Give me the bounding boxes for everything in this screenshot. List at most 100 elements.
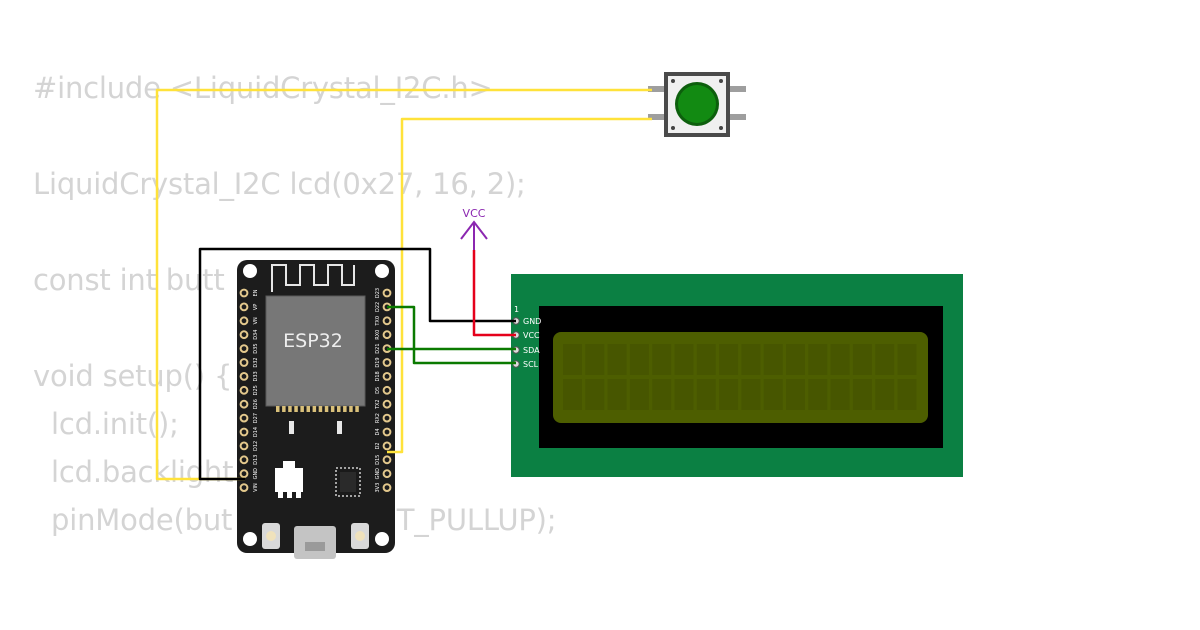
- smd-part-left: [289, 421, 294, 434]
- pin-left-gnd[interactable]: [239, 469, 249, 479]
- shield-pad: [349, 406, 353, 412]
- pin-left-en[interactable]: [239, 288, 249, 298]
- pin-label-left-d27: D27: [253, 413, 259, 423]
- pin-right-d5[interactable]: [382, 385, 392, 395]
- lcd-cell: [696, 344, 716, 375]
- pin-label-right-3v3: 3V3: [375, 483, 381, 493]
- lcd-pin-label-scl: SCL: [523, 360, 539, 369]
- shield-pad: [318, 406, 323, 412]
- lcd-cell: [629, 344, 649, 375]
- shield-pad: [312, 406, 317, 412]
- button-corner-tr: [719, 79, 723, 83]
- pin-right-rx0[interactable]: [382, 330, 392, 340]
- lcd-pin-header: GND VCC SDA SCL: [512, 317, 541, 369]
- pin-left-d32[interactable]: [239, 358, 249, 367]
- shield-pad: [330, 406, 335, 412]
- push-button[interactable]: [648, 72, 746, 137]
- pin-left-d14[interactable]: [239, 427, 249, 437]
- pin-label-left-en: EN: [253, 289, 259, 296]
- pin-label-right-tx2: TX2: [375, 399, 381, 410]
- pin-left-d33[interactable]: [239, 372, 249, 381]
- antenna-trace: [271, 264, 355, 292]
- esp32-shield: [265, 295, 366, 407]
- code-line-const: const int butt: [33, 263, 225, 297]
- pin-right-tx2[interactable]: [382, 399, 392, 409]
- pin-label-right-d23: D23: [375, 288, 381, 298]
- boot-button-left[interactable]: [262, 523, 280, 549]
- pin-label-right-rx0: RX0: [375, 330, 381, 340]
- lcd-pin1-marker: 1: [514, 305, 519, 314]
- lcd-cell: [897, 344, 917, 375]
- shield-pad: [294, 406, 298, 412]
- pin-left-d34[interactable]: [239, 330, 249, 340]
- esp32-board[interactable]: ESP32 ENVPVND34D35D32D33D25D26D27D14D12D…: [237, 260, 395, 559]
- button-corner-tl: [671, 79, 675, 83]
- pin-label-right-d18: D18: [375, 371, 381, 381]
- pin-right-d2[interactable]: [382, 441, 392, 451]
- button-lead-tl: [648, 86, 664, 92]
- pin-left-vp[interactable]: [239, 302, 249, 312]
- lcd-cell: [719, 344, 739, 375]
- pin-right-gnd[interactable]: [382, 469, 392, 479]
- lcd-cell: [786, 379, 805, 410]
- pin-left-d26[interactable]: [239, 399, 249, 409]
- lcd-cell: [830, 379, 850, 410]
- button-cap: [678, 85, 716, 123]
- lcd-cell: [741, 379, 761, 410]
- pin-left-vn[interactable]: [239, 316, 249, 326]
- lcd-cell: [629, 379, 649, 410]
- pin-right-rx2[interactable]: [382, 413, 392, 423]
- pin-left-vin[interactable]: [239, 483, 249, 493]
- pin-label-left-d26: D26: [253, 399, 259, 409]
- pin-right-3v3[interactable]: [382, 483, 392, 493]
- wire-lcd-gnd[interactable]: [198, 247, 516, 481]
- pin-right-d19[interactable]: [382, 358, 392, 367]
- pin-label-right-d22: D22: [375, 302, 381, 312]
- wire-lcd-vcc[interactable]: [472, 250, 516, 337]
- pin-label-left-d33: D33: [253, 371, 259, 381]
- pin-label-left-gnd: GND: [253, 468, 259, 480]
- wire-lcd-scl[interactable]: [387, 305, 516, 365]
- shield-pad: [343, 406, 347, 412]
- regulator-leg-3: [296, 492, 301, 498]
- wires: [155, 88, 652, 481]
- lcd-cell: [563, 379, 582, 410]
- pin-label-left-d25: D25: [253, 385, 259, 395]
- regulator-leg-1: [278, 492, 283, 498]
- pin-left-d12[interactable]: [239, 441, 249, 451]
- pin-right-d23[interactable]: [382, 288, 392, 298]
- lcd-cell: [674, 344, 694, 375]
- pin-label-left-d13: D13: [253, 455, 259, 465]
- pin-right-d4[interactable]: [382, 427, 392, 437]
- lcd-pin-label-gnd: GND: [523, 317, 541, 326]
- lcd-cell: [852, 379, 872, 410]
- lcd-cell: [652, 344, 672, 375]
- lcd-cell: [719, 379, 739, 410]
- pin-right-d15[interactable]: [382, 455, 392, 465]
- pin-right-tx0[interactable]: [382, 316, 392, 326]
- regulator-leg-2: [287, 492, 292, 498]
- mount-hole-tr: [375, 264, 389, 278]
- pin-left-d27[interactable]: [239, 413, 249, 423]
- pin-label-left-vn: VN: [253, 317, 259, 324]
- lcd-cell: [875, 344, 895, 375]
- pin-left-d25[interactable]: [239, 385, 249, 395]
- shield-pad: [337, 406, 341, 412]
- shield-pad: [276, 406, 280, 412]
- pin-right-d18[interactable]: [382, 372, 392, 381]
- voltage-regulator: [275, 468, 303, 492]
- lcd-module[interactable]: 1 GND VCC SDA SCL: [511, 274, 963, 477]
- lcd-cell: [875, 379, 895, 410]
- lcd-cell: [585, 344, 605, 375]
- pin-left-d13[interactable]: [239, 455, 249, 465]
- pin-left-d35[interactable]: [239, 344, 249, 354]
- vcc-label: VCC: [463, 207, 486, 220]
- lcd-pin-label-vcc: VCC: [523, 331, 540, 340]
- reset-button-right[interactable]: [351, 523, 369, 549]
- button-corner-bl: [671, 126, 675, 130]
- lcd-cell: [763, 379, 783, 410]
- wire-button-to-d2[interactable]: [387, 117, 652, 454]
- shield-pads: [276, 406, 359, 412]
- usb-uart-die: [340, 472, 356, 492]
- code-line-lcd-backlight: lcd.backlight: [33, 455, 234, 489]
